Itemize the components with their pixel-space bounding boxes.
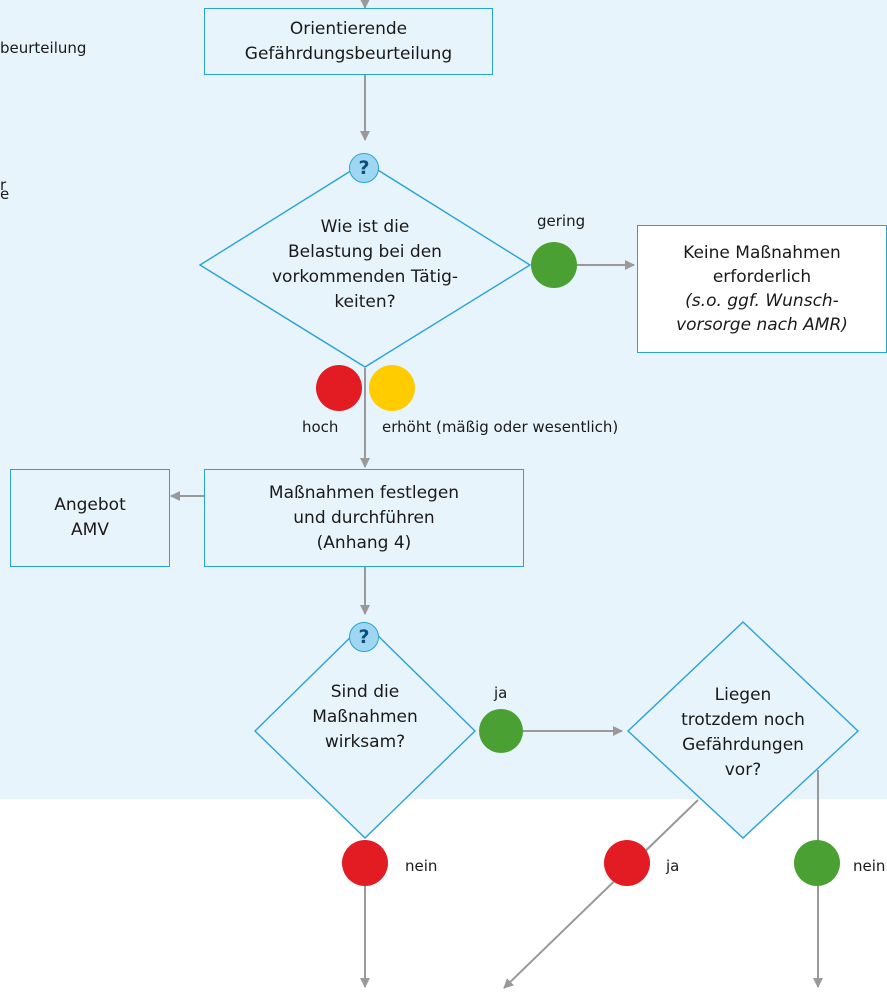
node-orientierende-gefaehrdungsbeurteilung: Orientierende Gefährdungsbeurteilung: [204, 8, 493, 75]
yellow-dot-erhoeht: [369, 365, 415, 411]
decision-text-belastung: Wie ist die Belastung bei den vorkommend…: [271, 217, 458, 312]
label-ja-1: ja: [494, 684, 508, 702]
green-dot-ja-1: [479, 709, 523, 753]
label-nein-2: nein: [853, 857, 886, 875]
decision-text-gefaehrdungen: Liegen trotzdem noch Gefährdungen vor?: [681, 684, 805, 780]
label-hoch: hoch: [302, 418, 339, 436]
decision-diamond-3: [626, 621, 860, 839]
label-nein-1: nein: [405, 857, 438, 875]
label-ja-2: ja: [666, 857, 680, 875]
node-keine-massnahmen: Keine Maßnahmen erforderlich (s.o. ggf. …: [637, 225, 887, 353]
question-icon-1: ?: [349, 153, 379, 183]
decision-diamond-2: [253, 622, 477, 839]
green-dot-gering: [531, 242, 577, 288]
label-gering: gering: [537, 212, 586, 230]
decision-text-wirksam: Sind die Maßnahmen wirksam?: [312, 681, 418, 752]
keine-line3: (s.o. ggf. Wunsch-: [685, 291, 839, 311]
side-text-line3: e: [0, 185, 10, 203]
red-dot-nein-1: [342, 840, 388, 886]
side-text-line1: beurteilung: [0, 39, 87, 57]
red-dot-ja-2: [604, 840, 650, 886]
red-dot-hoch: [316, 365, 362, 411]
keine-line1: Keine Maßnahmen: [683, 243, 841, 263]
keine-line4: vorsorge nach AMR): [676, 315, 848, 335]
question-icon-2: ?: [349, 622, 379, 652]
keine-line2: erforderlich: [712, 267, 812, 287]
node-angebot-amv: Angebot AMV: [10, 469, 170, 567]
label-erhoeht: erhöht (mäßig oder wesentlich): [382, 418, 619, 436]
side-text-line2: r: [0, 176, 7, 194]
node-massnahmen-festlegen: Maßnahmen festlegen und durchführen (Anh…: [204, 469, 524, 567]
green-dot-nein-2: [794, 840, 840, 886]
decision-diamond-1: [198, 161, 532, 368]
arrow-ja-down-diagonal: [503, 799, 699, 989]
